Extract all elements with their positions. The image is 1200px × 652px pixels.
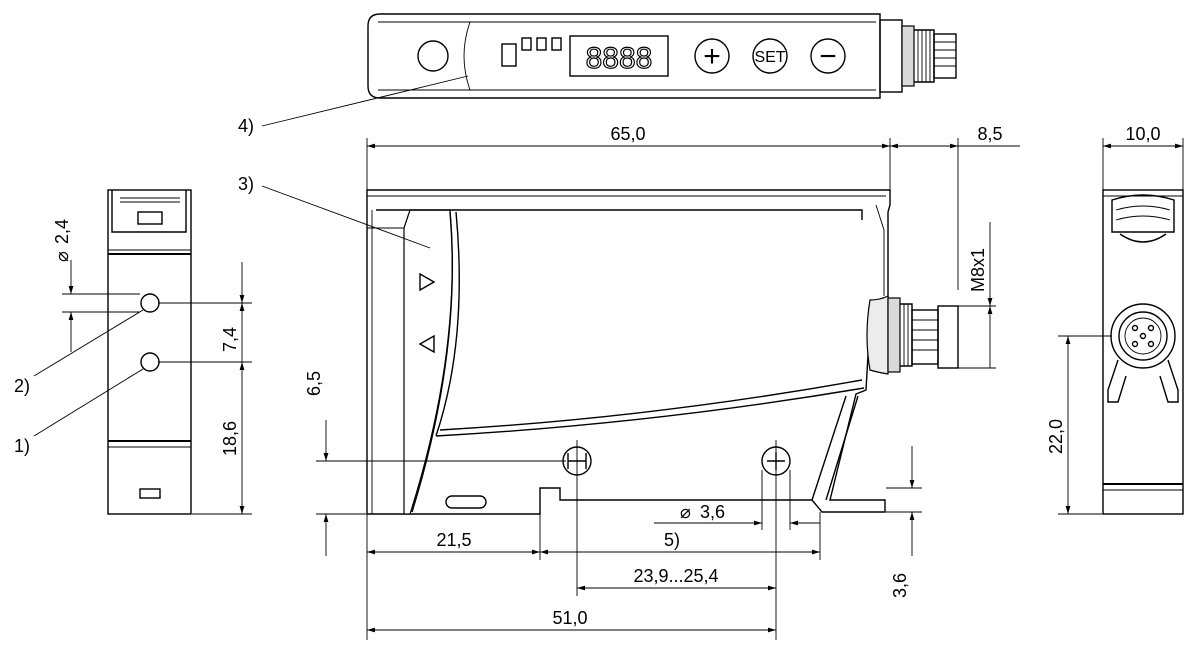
set-button-icon (752, 38, 788, 74)
dim-connector-length: 8,5 (977, 124, 1002, 144)
dim-mount-hole-diameter: 3,6 (700, 502, 725, 522)
slot-icon (137, 211, 163, 225)
dim-mount-offset: 21,5 (436, 530, 471, 550)
front-view (107, 189, 192, 515)
minus-label: − (819, 40, 837, 73)
dim-mount-length: 51,0 (552, 608, 587, 628)
dim-slot-range: 23,9...25,4 (633, 566, 718, 586)
dim-spacing-lower: 18,6 (220, 421, 240, 456)
callout-1: 1) (14, 436, 30, 456)
callout-2: 2) (14, 376, 30, 396)
top-view: 8888 + SET − (367, 13, 957, 99)
dim-width: 10,0 (1125, 124, 1160, 144)
plus-label: + (703, 40, 721, 73)
callout-4: 4) (238, 116, 254, 136)
dim-overall-length: 65,0 (610, 124, 645, 144)
dim-foot-height: 3,6 (890, 573, 910, 598)
status-led-icon (417, 40, 449, 72)
dim-height-offset: 6,5 (304, 371, 324, 396)
dim-thread: M8x1 (968, 248, 988, 292)
dim-mount-hole-symbol: ⌀ (680, 502, 691, 522)
dim-hole-diameter: 2,4 (52, 219, 72, 244)
hole-2-icon (140, 293, 160, 313)
emitter-triangle-icon (419, 272, 436, 292)
callout-3: 3) (238, 174, 254, 194)
dim-connector-height: 22,0 (1046, 419, 1066, 454)
display-digits: 8888 (586, 42, 653, 75)
receiver-triangle-icon (418, 334, 435, 354)
dim-hole-diameter-symbol: ⌀ (52, 251, 72, 262)
end-view (1102, 189, 1184, 515)
digit-display (569, 35, 669, 77)
plus-button-icon (694, 38, 730, 74)
minus-button-icon (810, 38, 846, 74)
side-view (366, 189, 959, 515)
set-label: SET (754, 49, 785, 66)
callout-5: 5) (664, 530, 680, 550)
dim-spacing-upper: 7,4 (220, 327, 240, 352)
hole-1-icon (140, 352, 160, 372)
